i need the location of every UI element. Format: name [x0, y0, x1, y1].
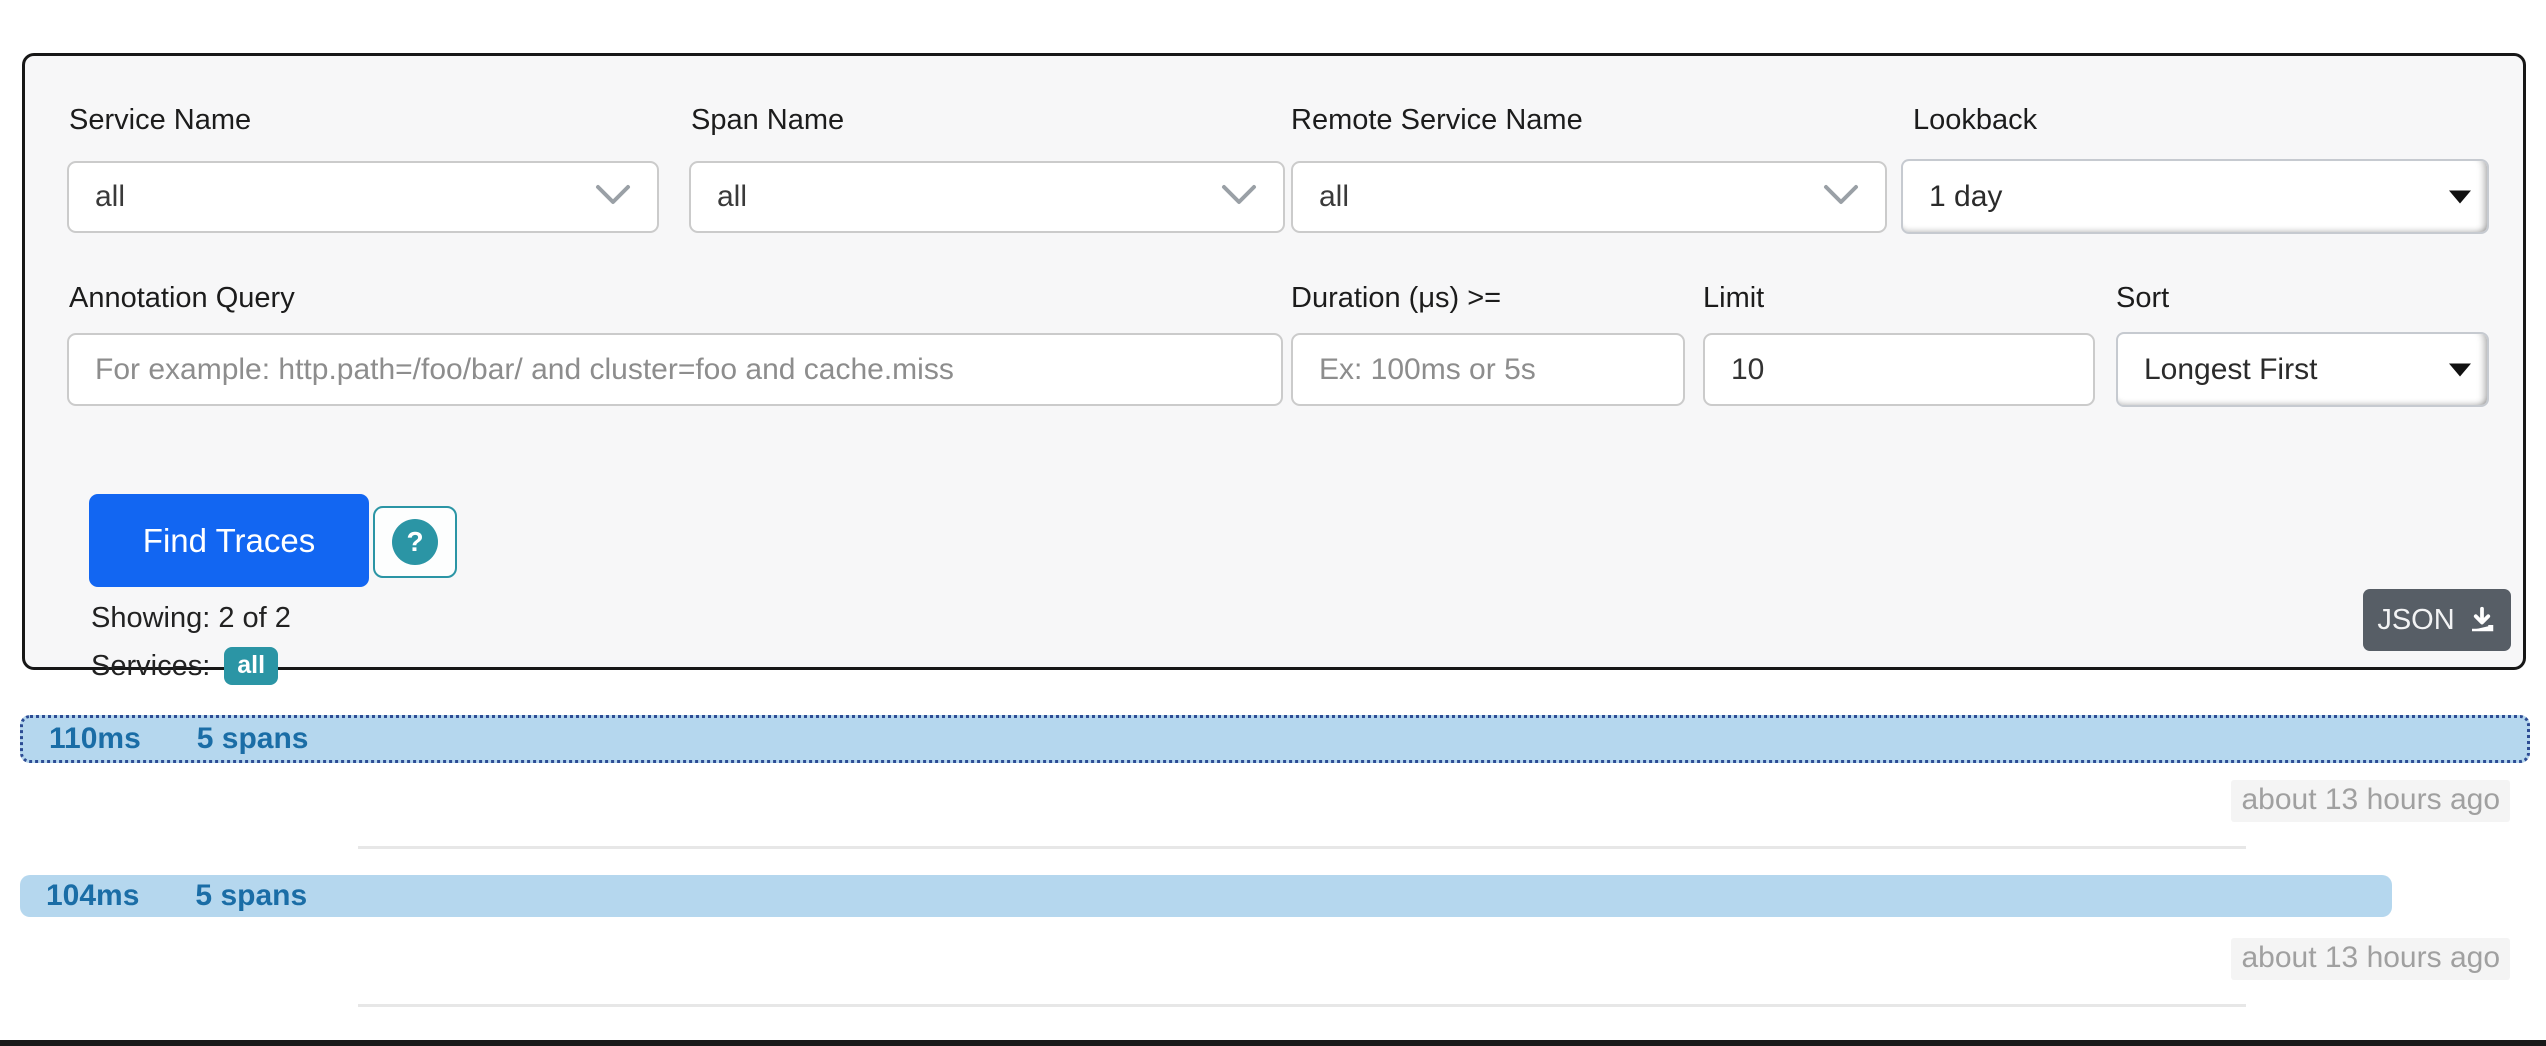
trace-duration: 110ms	[49, 722, 141, 755]
services-label: Services:	[91, 649, 211, 682]
download-icon	[2467, 605, 2497, 635]
annotation-query-label: Annotation Query	[69, 282, 295, 314]
help-button[interactable]: ?	[373, 506, 457, 578]
span-name-value: all	[717, 180, 748, 213]
service-badge: all	[224, 647, 279, 685]
lookback-label: Lookback	[1913, 104, 2038, 136]
json-download-button[interactable]: JSON	[2363, 589, 2511, 651]
trace-results-list: 110ms 5 spans about 13 hours ago 104ms 5…	[20, 0, 2530, 1046]
sort-select[interactable]: Longest First	[2116, 332, 2489, 407]
showing-count: Showing: 2 of 2	[91, 602, 291, 634]
trace-duration: 104ms	[46, 879, 140, 912]
chevron-down-icon	[595, 180, 631, 214]
annotation-query-input[interactable]	[67, 333, 1283, 406]
lookback-select[interactable]: 1 day	[1901, 159, 2489, 234]
span-name-label: Span Name	[691, 104, 845, 136]
chevron-down-icon	[1823, 180, 1859, 214]
lookback-value: 1 day	[1929, 179, 2003, 213]
trace-row-divider	[358, 1004, 2246, 1007]
trace-row-bar[interactable]: 104ms 5 spans	[20, 875, 2392, 917]
limit-input[interactable]	[1703, 333, 2095, 406]
service-name-value: all	[95, 180, 126, 213]
sort-label: Sort	[2116, 282, 2170, 314]
trace-timestamp: about 13 hours ago	[2231, 780, 2510, 822]
remote-service-name-label: Remote Service Name	[1291, 104, 1583, 136]
select-arrow-icon	[2449, 363, 2471, 376]
chevron-down-icon	[1221, 180, 1257, 214]
find-traces-button[interactable]: Find Traces	[89, 494, 369, 587]
trace-row-bar[interactable]: 110ms 5 spans	[20, 715, 2530, 763]
trace-timestamp: about 13 hours ago	[2231, 938, 2510, 980]
duration-label: Duration (μs) >=	[1291, 282, 1502, 314]
json-button-label: JSON	[2377, 603, 2455, 636]
services-line: Services: all	[91, 647, 279, 685]
span-name-dropdown[interactable]: all	[689, 161, 1285, 233]
remote-service-name-dropdown[interactable]: all	[1291, 161, 1887, 233]
service-name-dropdown[interactable]: all	[67, 161, 659, 233]
trace-span-count: 5 spans	[195, 879, 308, 912]
service-name-label: Service Name	[69, 104, 252, 136]
trace-row-divider	[358, 846, 2246, 849]
search-panel: Service Name Span Name Remote Service Na…	[22, 53, 2526, 685]
remote-service-name-value: all	[1319, 180, 1350, 213]
duration-input[interactable]	[1291, 333, 1685, 406]
next-row-top-edge	[0, 1040, 2546, 1046]
limit-label: Limit	[1703, 282, 1765, 314]
question-icon: ?	[392, 519, 438, 565]
sort-value: Longest First	[2144, 352, 2318, 386]
select-arrow-icon	[2449, 190, 2471, 203]
trace-span-count: 5 spans	[196, 722, 309, 755]
